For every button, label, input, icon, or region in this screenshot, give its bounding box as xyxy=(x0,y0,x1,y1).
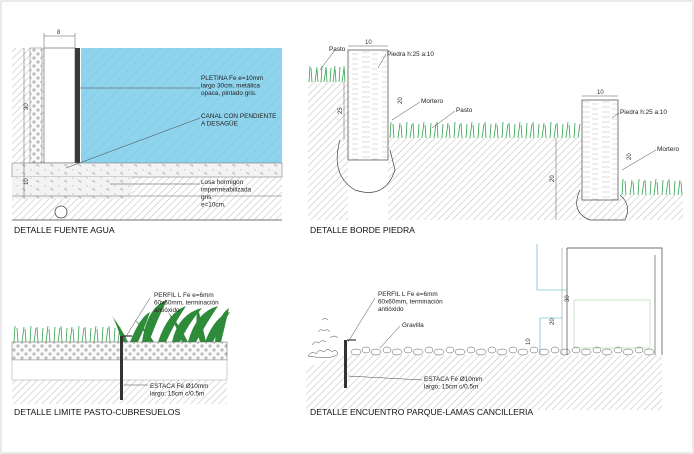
panel-limite: PERFIL L Fe e=6mm 60x60mm, terminación a… xyxy=(11,292,230,417)
title-encuentro: DETALLE ENCUENTRO PARQUE-LAMAS CANCILLER… xyxy=(310,407,533,417)
dim-10: 10 xyxy=(526,338,532,345)
dim-height-10: 10 xyxy=(24,178,30,185)
ground-limite xyxy=(12,380,227,404)
groundcover-plants xyxy=(112,300,230,342)
label-gravilla: Gravilla xyxy=(402,322,424,329)
title-borde: DETALLE BORDE PIEDRA xyxy=(310,225,415,235)
stone-edge xyxy=(29,47,43,164)
dim-20: 20 xyxy=(550,318,556,325)
soil-weave xyxy=(11,341,228,361)
dim-20c: 20 xyxy=(627,153,633,160)
grass-strip-middle xyxy=(389,121,581,139)
dim-stone2-width: 10 xyxy=(597,90,604,96)
panel-encuentro: 10 20 30 PERFIL L Fe e=6mm 60x60mm, term… xyxy=(306,244,663,417)
title-fuente: DETALLE FUENTE AGUA xyxy=(14,225,115,235)
grass-strip-lower xyxy=(621,178,683,196)
plant-cluster xyxy=(307,318,339,358)
label-pasto-2: Pasto xyxy=(456,107,473,114)
steel-plate xyxy=(75,48,80,163)
drain-pipe xyxy=(54,205,68,219)
label-perfil-limite: PERFIL L Fe e=6mm 60x60mm, terminación a… xyxy=(154,292,220,314)
label-estaca-limite: ESTACA Fé Ø10mm largo: 15cm c/0.5m xyxy=(150,383,210,398)
lama-wall xyxy=(567,247,663,355)
ground-encuentro xyxy=(306,355,662,410)
label-pasto-1: Pasto xyxy=(329,46,346,53)
grass-strip-upper xyxy=(308,65,346,83)
dim-20b: 20 xyxy=(550,175,556,182)
mortar-blob-2 xyxy=(576,189,628,221)
gravel-base xyxy=(12,177,132,199)
label-perfil-encuentro: PERFIL L Fe e=6mm 60x60mm, terminación a… xyxy=(378,291,444,313)
label-mortero-1: Mortero xyxy=(421,98,443,105)
border-wall xyxy=(43,47,76,164)
panel-fuente-agua: 8 30 10 PLETINA Fe e=10mm largo 30cm, me… xyxy=(11,30,283,235)
dim-20a: 20 xyxy=(398,97,404,104)
label-losa: Losa hormigon impermeabilizada gris e=10… xyxy=(201,179,253,209)
label-mortero-2: Mortero xyxy=(657,146,679,153)
label-estaca-encuentro: ESTACA Fé Ø10mm largo: 15cm c/0.5m xyxy=(424,376,484,391)
dim-25: 25 xyxy=(338,107,344,114)
label-pletina: PLETINA Fe e=10mm largo 30cm, metálica o… xyxy=(201,75,265,97)
dim-30: 30 xyxy=(565,295,571,302)
dim-height-30: 30 xyxy=(24,103,30,110)
mortar-blob-1 xyxy=(336,139,396,193)
steel-profile-encuentro xyxy=(344,340,347,388)
steel-profile xyxy=(120,336,123,400)
dim-stone1-width: 10 xyxy=(365,40,372,46)
label-canal: CANAL CON PENDIENTE A DESAGÜE xyxy=(201,113,278,128)
concrete-slab xyxy=(11,162,283,178)
title-limite: DETALLE LIMITE PASTO-CUBRESUELOS xyxy=(14,407,180,417)
label-piedra-2: Piedra h:25 a:10 xyxy=(620,109,667,116)
gravel-row xyxy=(350,346,655,356)
grass-left xyxy=(13,325,121,343)
panel-borde-piedra: 10 10 25 20 20 20 Pasto Piedra h:25 a:10… xyxy=(308,40,683,235)
dim-width: 8 xyxy=(57,30,61,36)
water-body xyxy=(81,48,282,165)
label-piedra-1: Piedra h:25 a:10 xyxy=(387,51,434,58)
